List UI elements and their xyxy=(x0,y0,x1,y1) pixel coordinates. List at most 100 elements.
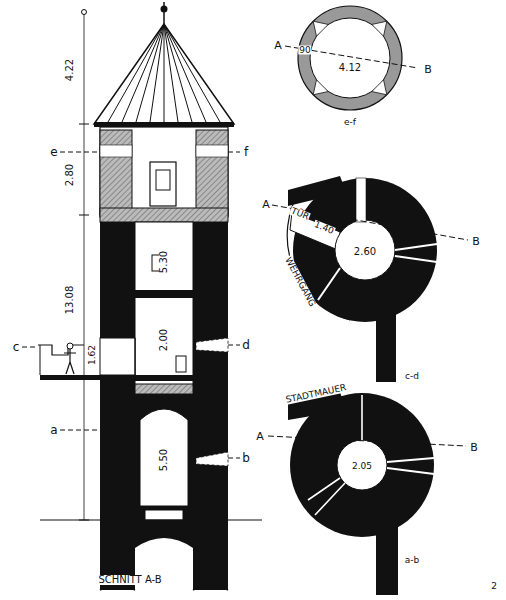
drawing-label: 1.62 xyxy=(88,344,97,366)
drawing-label: c-d xyxy=(404,372,420,381)
drawing-stroke xyxy=(79,124,89,125)
drawing-label: 5.30 xyxy=(159,250,169,274)
drawing-stroke xyxy=(82,10,87,15)
drawing-label: 2.05 xyxy=(351,462,373,471)
drawing-stroke xyxy=(164,24,165,122)
drawing-stroke xyxy=(395,244,437,262)
drawing-stroke xyxy=(196,338,228,352)
drawing-stroke xyxy=(387,458,434,474)
drawing-stroke xyxy=(64,349,76,374)
drawing-stroke xyxy=(156,170,170,190)
drawing-stroke xyxy=(100,127,228,217)
drawing-label: SCHNITT A-B xyxy=(97,575,162,585)
drawing-label: 4.22 xyxy=(65,58,75,82)
drawing-stroke xyxy=(196,130,228,215)
drawing-stroke xyxy=(372,80,387,95)
drawing-stroke xyxy=(164,24,220,122)
drawing-stroke xyxy=(136,24,164,122)
drawing-label: A xyxy=(261,199,271,210)
drawing-stroke xyxy=(361,395,363,440)
drawing-stroke xyxy=(337,440,387,490)
drawing-stroke xyxy=(193,222,228,520)
drawing-stroke xyxy=(60,152,100,153)
drawing-label: 2.80 xyxy=(65,163,75,187)
drawing-stroke xyxy=(135,338,136,375)
drawing-stroke xyxy=(164,24,192,122)
drawing-stroke xyxy=(150,24,164,122)
drawing-stroke xyxy=(22,347,38,348)
drawing-stroke xyxy=(228,345,240,346)
drawing-label: 2.00 xyxy=(159,328,169,352)
drawing-stroke xyxy=(176,356,186,372)
drawing-stroke xyxy=(228,458,240,459)
drawing-label: c xyxy=(12,341,21,353)
drawing-stroke xyxy=(313,80,328,95)
drawing-label: f xyxy=(243,146,249,158)
drawing-stroke xyxy=(84,12,85,520)
drawing-label: B xyxy=(423,64,433,75)
drawing-stroke xyxy=(335,220,395,280)
drawing-stroke xyxy=(108,24,164,122)
drawing-stroke xyxy=(40,375,100,380)
drawing-stroke xyxy=(196,145,228,157)
drawing-label: 90 xyxy=(298,46,311,55)
drawing-stroke xyxy=(79,215,89,216)
drawing-label: d xyxy=(241,339,251,351)
drawing-stroke xyxy=(100,338,135,375)
drawing-stroke xyxy=(135,375,193,381)
drawing-stroke xyxy=(290,393,434,537)
drawing-stroke xyxy=(40,345,41,375)
drawing-label: B xyxy=(471,236,481,247)
drawing-stroke xyxy=(298,6,402,110)
drawing-stroke xyxy=(161,6,168,13)
drawing-stroke xyxy=(94,24,234,124)
drawing-stroke xyxy=(228,152,240,153)
drawing-stroke xyxy=(164,24,206,122)
plan-a-b xyxy=(268,392,466,595)
drawing-stroke xyxy=(60,430,100,431)
drawing-stroke xyxy=(100,208,228,222)
drawing-stroke xyxy=(196,452,228,466)
drawing-stroke xyxy=(140,409,188,506)
drawing-stroke xyxy=(38,345,84,355)
drawing-stroke xyxy=(100,130,132,215)
drawing-stroke xyxy=(272,205,468,240)
drawing-stroke xyxy=(94,122,234,127)
drawing-stroke xyxy=(308,478,345,515)
drawing-label: a-b xyxy=(404,556,420,565)
tower-section xyxy=(22,2,262,590)
drawing-stroke xyxy=(372,21,387,36)
drawing-stroke xyxy=(164,24,178,122)
drawing-label: 4.12 xyxy=(338,63,362,73)
drawing-stroke xyxy=(135,290,193,298)
drawing-stroke xyxy=(268,436,466,446)
drawing-label: b xyxy=(241,452,251,464)
drawing-stroke xyxy=(100,145,132,157)
drawing-stroke xyxy=(313,21,328,36)
drawing-stroke xyxy=(318,268,340,300)
plan-c-d xyxy=(272,176,468,382)
drawing-stroke xyxy=(163,2,165,24)
drawing-label: 2.60 xyxy=(353,247,377,257)
drawing-stroke xyxy=(67,343,73,349)
drawing-stroke xyxy=(135,384,193,394)
drawing-stroke xyxy=(310,18,390,98)
drawing-label: 13.08 xyxy=(65,285,75,316)
drawing-stroke xyxy=(356,178,366,222)
drawing-stroke xyxy=(122,24,164,122)
drawing-stroke xyxy=(150,162,176,206)
drawing-label: e-f xyxy=(343,118,357,127)
drawing-label: 2 xyxy=(490,582,498,591)
drawing-stroke xyxy=(135,520,193,548)
drawing-label: a xyxy=(49,424,58,436)
drawing-stroke xyxy=(193,520,228,590)
drawing-label: A xyxy=(273,40,283,51)
drawing-stroke xyxy=(135,394,193,520)
drawing-stroke xyxy=(100,222,135,520)
drawing-stroke xyxy=(100,585,228,590)
drawing-label: A xyxy=(255,431,265,442)
plan-e-f xyxy=(285,6,418,110)
drawing-label: B xyxy=(469,442,479,453)
